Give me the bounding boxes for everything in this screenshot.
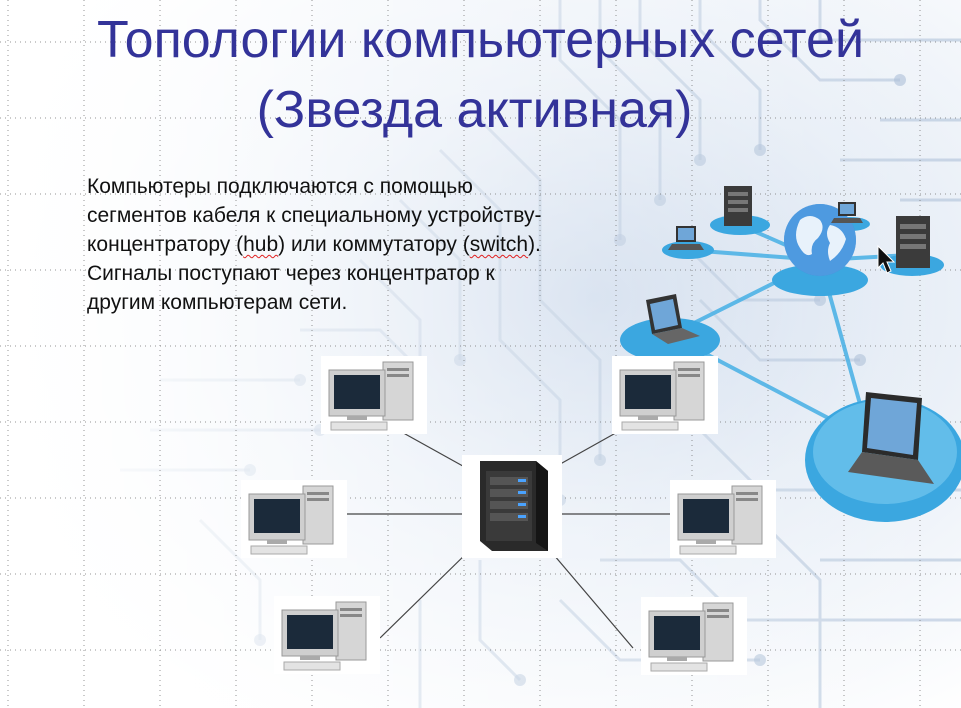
spellcheck-word-switch: switch <box>469 233 529 256</box>
desktop-computer-icon <box>670 480 776 558</box>
desktop-computer-icon <box>612 356 718 434</box>
network-illustration <box>620 186 961 522</box>
spellcheck-word-hub: hub <box>243 233 279 256</box>
body-text: ). Сигналы поступают через концентратор … <box>87 233 541 314</box>
body-text: Компьютеры подключаются с помощью сегмен… <box>87 175 542 256</box>
desktop-computer-icon <box>274 596 380 674</box>
body-text-box[interactable]: Компьютеры подключаются с помощью сегмен… <box>87 172 557 317</box>
slide-title-line2[interactable]: (Звезда активная) <box>256 81 693 139</box>
slide-title-line1[interactable]: Топологии компьютерных сетей <box>96 11 865 69</box>
desktop-computer-icon <box>641 597 747 675</box>
desktop-computer-icon <box>321 356 427 434</box>
server-icon <box>724 186 752 226</box>
laptop-icon <box>848 392 934 484</box>
laptop-icon <box>831 202 863 223</box>
desktop-computer-icon <box>241 480 347 558</box>
laptop-icon <box>668 226 704 250</box>
server-icon <box>896 216 930 268</box>
mouse-cursor-icon <box>877 245 896 274</box>
server-icon <box>462 455 562 558</box>
laptop-icon <box>646 294 700 344</box>
body-text: ) или коммутатору ( <box>278 233 470 256</box>
